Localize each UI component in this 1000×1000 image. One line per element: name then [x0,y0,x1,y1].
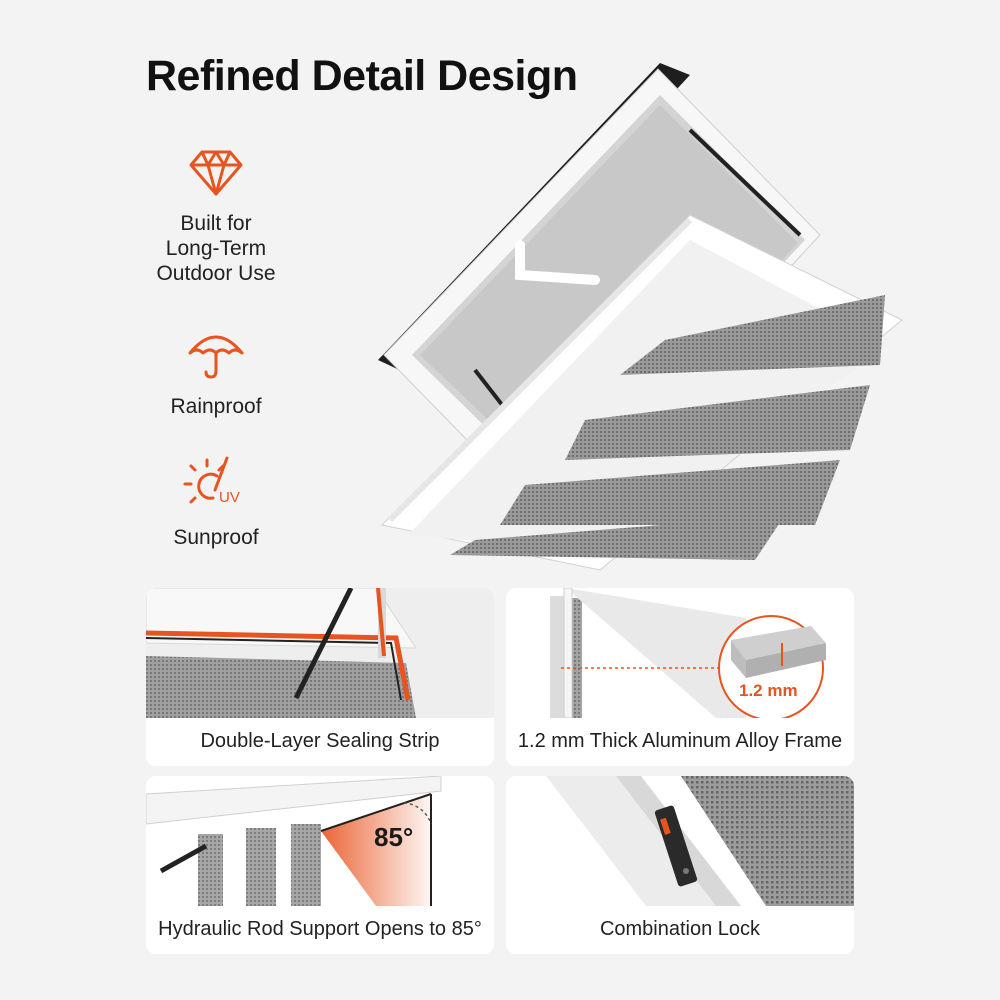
card-sealing-strip: Double-Layer Sealing Strip [146,588,494,766]
product-hero-image [360,55,920,585]
diamond-icon [126,148,306,203]
thickness-callout: 1.2 mm [739,681,798,700]
card-caption: Combination Lock [599,917,761,940]
sealing-strip-image [146,588,494,718]
card-aluminum-frame: 1.2 mm 1.2 mm Thick Aluminum Alloy Frame [506,588,854,766]
feature-sunproof: UV Sunproof [126,456,306,550]
page-title: Refined Detail Design [146,52,578,100]
feature-outdoor-use: Built for Long-Term Outdoor Use [126,148,306,286]
umbrella-icon [126,327,306,386]
sun-uv-icon: UV [126,456,306,517]
angle-callout: 85° [374,822,413,852]
feature-rainproof: Rainproof [126,327,306,419]
feature-label: Rainproof [170,395,262,418]
card-combination-lock: Combination Lock [506,776,854,954]
card-caption: Double-Layer Sealing Strip [200,729,440,752]
card-hydraulic-rod: 85° Hydraulic Rod Support Opens to 85° [146,776,494,954]
feature-label: Built for Long-Term Outdoor Use [156,212,276,285]
card-caption: 1.2 mm Thick Aluminum Alloy Frame [517,729,843,752]
uv-badge: UV [219,489,240,506]
hydraulic-rod-image: 85° [146,776,494,906]
combination-lock-image [506,776,854,906]
aluminum-frame-image: 1.2 mm [506,588,854,721]
card-caption: Hydraulic Rod Support Opens to 85° [158,917,482,940]
feature-label: Sunproof [173,526,259,549]
